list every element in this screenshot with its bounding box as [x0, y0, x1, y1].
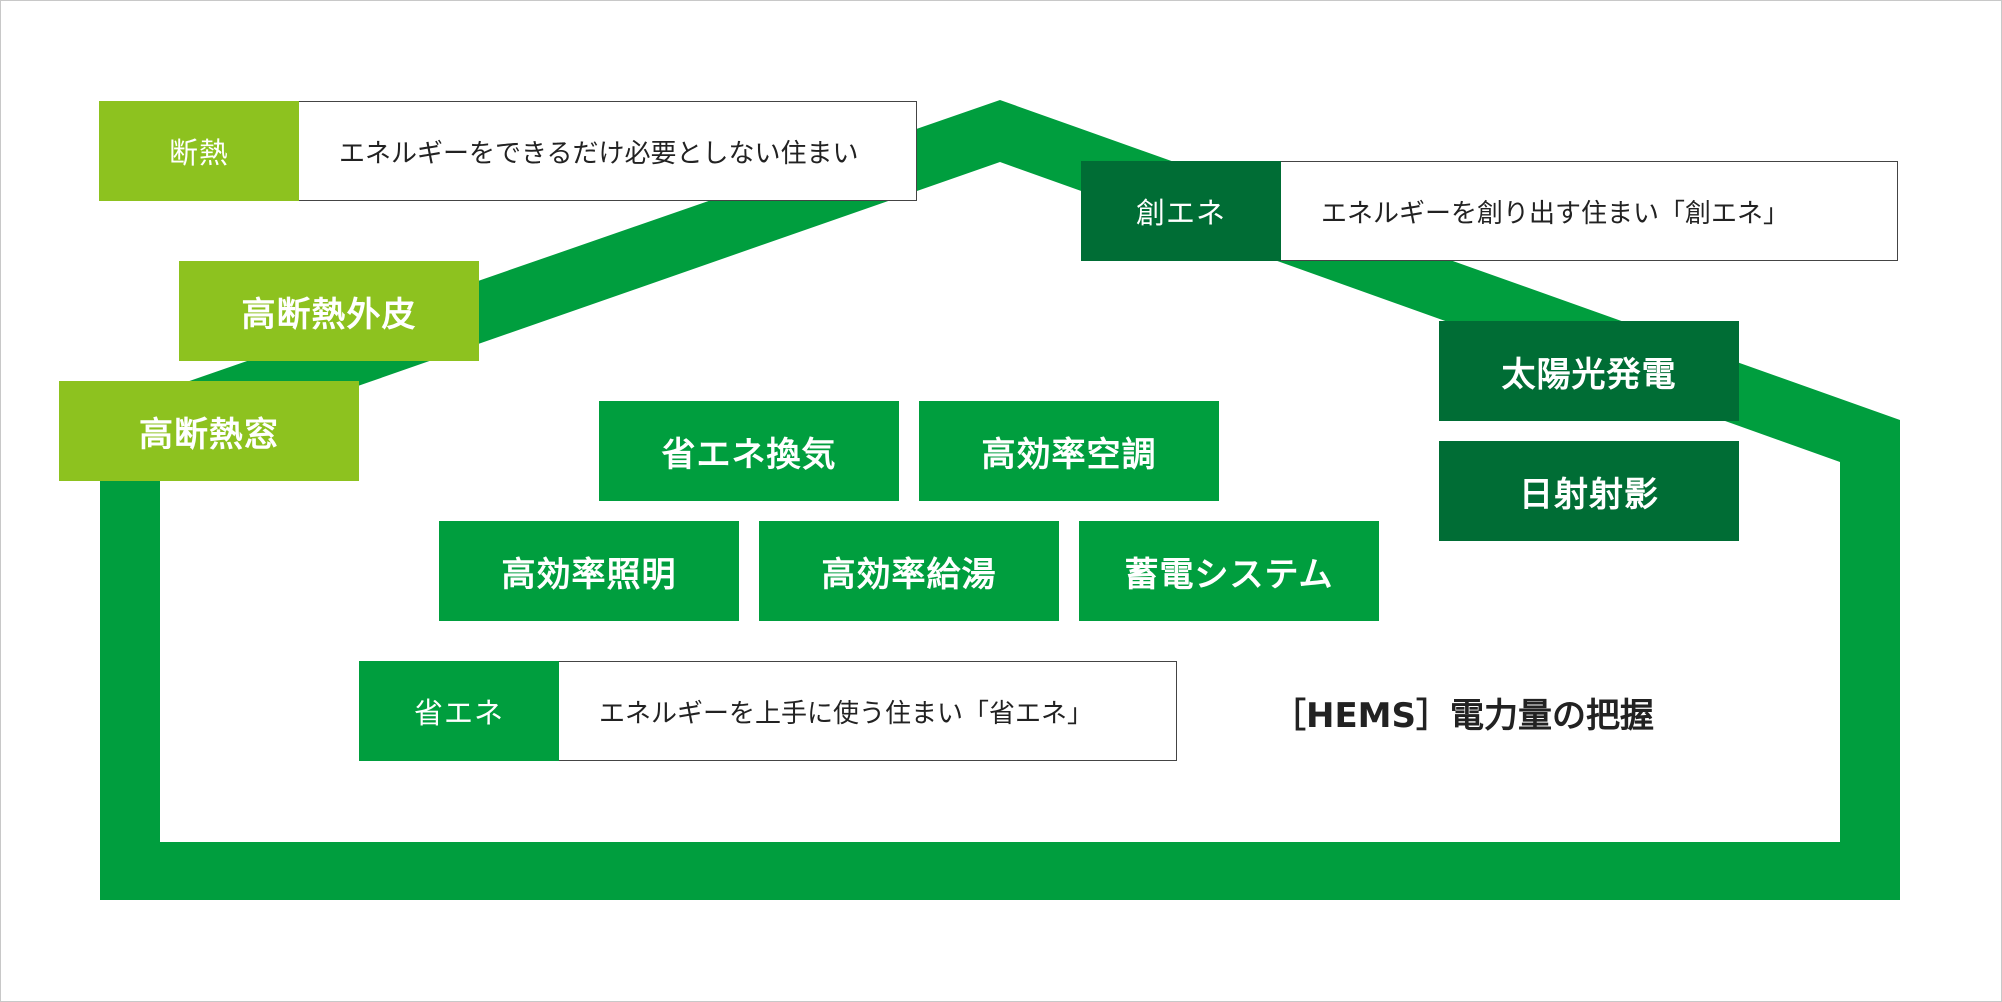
energy-saving-ventilation-box: 省エネ換気	[599, 401, 899, 501]
energy-creation-label-row: 創エネ エネルギーを創り出す住まい「創エネ」	[1081, 161, 1898, 261]
storage-battery-box: 蓄電システム	[1079, 521, 1379, 621]
energy-saving-description: エネルギーを上手に使う住まい「省エネ」	[559, 661, 1177, 761]
energy-saving-tag: 省エネ	[359, 661, 559, 761]
solar-power-box: 太陽光発電	[1439, 321, 1739, 421]
energy-creation-tag: 創エネ	[1081, 161, 1281, 261]
high-efficiency-lighting-box: 高効率照明	[439, 521, 739, 621]
house-wall	[100, 100, 1900, 900]
insulation-tag: 断熱	[99, 101, 299, 201]
high-efficiency-water-heater-box: 高効率給湯	[759, 521, 1059, 621]
energy-saving-label-row: 省エネ エネルギーを上手に使う住まい「省エネ」	[359, 661, 1177, 761]
insulation-label-row: 断熱 エネルギーをできるだけ必要としない住まい	[99, 101, 917, 201]
high-efficiency-ac-box: 高効率空調	[919, 401, 1219, 501]
hems-label: ［HEMS］電力量の把握	[1272, 696, 1655, 736]
insulation-description: エネルギーをできるだけ必要としない住まい	[299, 101, 917, 201]
high-insulation-window-box: 高断熱窓	[59, 381, 359, 481]
high-insulation-envelope-box: 高断熱外皮	[179, 261, 479, 361]
solar-shading-box: 日射射影	[1439, 441, 1739, 541]
energy-creation-description: エネルギーを創り出す住まい「創エネ」	[1281, 161, 1898, 261]
